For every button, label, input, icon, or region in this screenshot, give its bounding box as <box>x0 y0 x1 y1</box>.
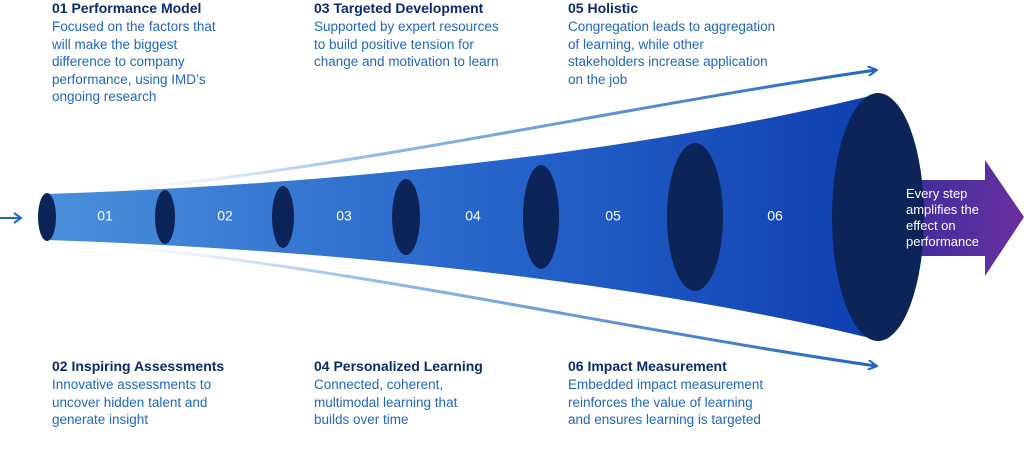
outcome-line-1: Every step <box>906 186 967 201</box>
stage-title: 02 Inspiring Assessments <box>52 358 225 374</box>
stage-caption-01: 01 Performance Model Focused on the fact… <box>52 0 297 106</box>
stage-title: 06 Impact Measurement <box>568 358 727 374</box>
funnel-body <box>47 94 878 340</box>
funnel-ring-5 <box>523 165 559 269</box>
stage-description: Innovative assessments to uncover hidden… <box>52 377 212 427</box>
stage-description: Embedded impact measurement reinforces t… <box>568 377 764 427</box>
stage-title: 04 Personalized Learning <box>314 358 483 374</box>
funnel-ring-6 <box>667 143 723 291</box>
outcome-line-4: performance <box>906 234 979 249</box>
outcome-text: Every step amplifies the effect on perfo… <box>906 186 983 249</box>
stage-caption-03: 03 Targeted Development Supported by exp… <box>314 0 559 71</box>
stage-number-05: 05 <box>605 208 621 224</box>
funnel-ring-4 <box>392 179 420 255</box>
lower-flow-arrow <box>59 240 876 366</box>
stage-caption-02: 02 Inspiring Assessments Innovative asse… <box>52 358 297 429</box>
stage-title: 05 Holistic <box>568 0 639 16</box>
stage-description: Focused on the factors that will make th… <box>52 19 216 104</box>
stage-title: 01 Performance Model <box>52 0 202 16</box>
upper-flow-arrow <box>59 70 876 196</box>
stage-number-06: 06 <box>767 208 783 224</box>
stage-title: 03 Targeted Development <box>314 0 484 16</box>
outcome-line-2: amplifies the <box>906 202 979 217</box>
stage-caption-05: 05 Holistic Congregation leads to aggreg… <box>568 0 813 88</box>
funnel-ring-3 <box>272 186 294 248</box>
stage-caption-06: 06 Impact Measurement Embedded impact me… <box>568 358 813 429</box>
outcome-line-3: effect on <box>906 218 956 233</box>
stage-number-03: 03 <box>336 208 352 224</box>
stage-description: Connected, coherent, multimodal learning… <box>314 377 458 427</box>
funnel-ring-2 <box>155 190 175 244</box>
entry-arrow <box>0 212 23 224</box>
stage-description: Supported by expert resources to build p… <box>314 19 499 69</box>
stage-caption-04: 04 Personalized Learning Connected, cohe… <box>314 358 559 429</box>
funnel-ring-1 <box>38 193 56 241</box>
stage-number-01: 01 <box>97 208 113 224</box>
stage-number-02: 02 <box>217 208 233 224</box>
stage-number-04: 04 <box>465 208 481 224</box>
funnel-ring-7 <box>832 93 924 341</box>
stage-description: Congregation leads to aggregation of lea… <box>568 19 776 87</box>
